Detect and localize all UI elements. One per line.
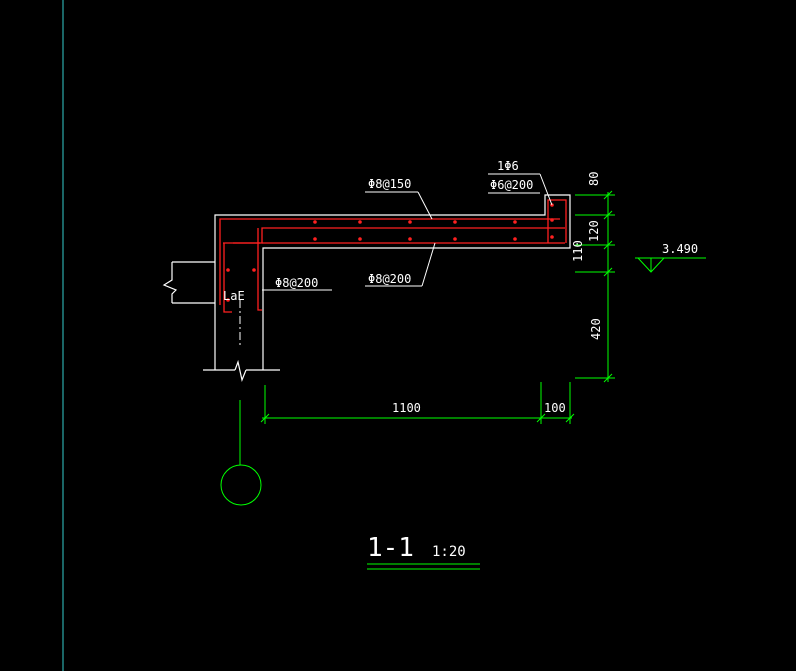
rebar-top-label: Φ8@150 (368, 177, 411, 191)
elevation-label: 3.490 (662, 242, 698, 256)
dim-120: 120 (587, 220, 601, 242)
dim-420: 420 (589, 318, 603, 340)
end-stirrup-label: Φ6@200 (490, 178, 533, 192)
dim-80: 80 (587, 172, 601, 186)
rebar (219, 199, 567, 313)
rebar-wall-label: Φ8@200 (275, 276, 318, 290)
end-bar-label: 1Φ6 (497, 159, 519, 173)
dim-110: 110 (571, 240, 585, 262)
rebar-bottom-label: Φ8@200 (368, 272, 411, 286)
anchor-label: LaE (223, 289, 245, 303)
rebar-dots (226, 203, 554, 302)
dim-1100: 1100 (392, 401, 421, 415)
dimension-lines (220, 190, 706, 570)
section-title: 1-1 (367, 533, 414, 563)
section-scale: 1:20 (432, 544, 466, 560)
concrete-outline (162, 194, 571, 383)
dim-100: 100 (544, 401, 566, 415)
leaders (262, 173, 553, 291)
